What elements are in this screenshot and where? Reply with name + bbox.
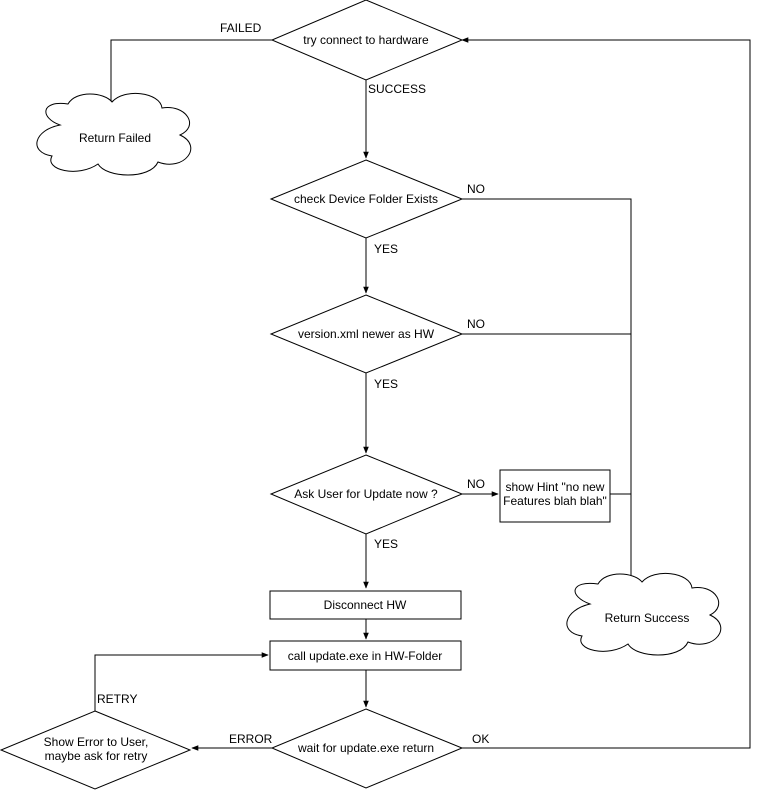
edge-ok [461, 37, 751, 749]
node-version-check-label: version.xml newer as HW [298, 327, 435, 341]
node-wait-update-label: wait for update.exe return [297, 741, 434, 755]
edge-label-retry: RETRY [97, 692, 137, 706]
node-return-success: Return Success [566, 572, 722, 656]
edge-label-ask-no: NO [467, 477, 485, 491]
node-try-connect-label: try connect to hardware [303, 33, 429, 47]
node-check-folder-label: check Device Folder Exists [294, 192, 438, 206]
edge-label-version-yes: YES [374, 377, 398, 391]
edge-labels: FAILED SUCCESS NO YES NO YES NO YES ERRO… [97, 21, 489, 746]
edge-label-version-no: NO [467, 317, 485, 331]
node-disconnect-label: Disconnect HW [324, 598, 407, 612]
edge-folder-no [462, 198, 634, 589]
edge-label-ok: OK [472, 732, 489, 746]
node-show-error-line1: Show Error to User, [44, 735, 149, 749]
edge-label-folder-no: NO [467, 182, 485, 196]
edge-label-ask-yes: YES [374, 537, 398, 551]
node-return-success-label: Return Success [605, 611, 690, 625]
edge-failed [108, 39, 272, 108]
node-ask-user-label: Ask User for Update now ? [294, 487, 438, 501]
edges [94, 37, 751, 751]
node-show-error-line2: maybe ask for retry [45, 749, 148, 763]
node-check-folder: check Device Folder Exists [269, 159, 464, 239]
node-return-failed-label: Return Failed [79, 131, 151, 145]
node-show-error: Show Error to User, maybe ask for retry [0, 710, 192, 790]
node-show-hint-line1: show Hint "no new [506, 480, 605, 494]
edge-label-success: SUCCESS [368, 82, 426, 96]
edge-label-folder-yes: YES [374, 242, 398, 256]
edge-label-error: ERROR [229, 732, 273, 746]
node-disconnect: Disconnect HW [269, 590, 462, 620]
node-show-hint-line2: Features blah blah" [503, 494, 607, 508]
node-try-connect: try connect to hardware [270, 0, 464, 81]
node-ask-user: Ask User for Update now ? [269, 454, 464, 535]
node-wait-update: wait for update.exe return [270, 708, 464, 789]
node-call-update: call update.exe in HW-Folder [269, 640, 462, 671]
node-version-check: version.xml newer as HW [269, 294, 464, 374]
edge-label-failed: FAILED [220, 21, 262, 35]
node-call-update-label: call update.exe in HW-Folder [288, 649, 443, 663]
node-show-hint: show Hint "no new Features blah blah" [499, 469, 611, 523]
edge-retry [94, 652, 269, 711]
node-return-failed: Return Failed [36, 92, 192, 176]
